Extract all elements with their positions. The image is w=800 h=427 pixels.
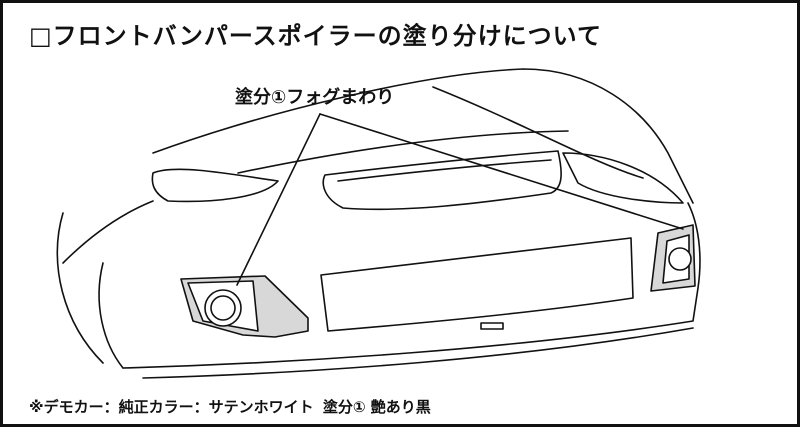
callout-label: 塗分①フォグまわり: [235, 87, 395, 108]
headlight-right: [562, 152, 684, 204]
lower-grille: [320, 237, 634, 332]
page-title: □フロントバンパースポイラーの塗り分けについて: [29, 22, 602, 50]
callout-line-left: [236, 113, 321, 286]
left-side-line: [62, 200, 154, 264]
footnote-demo-car: ※デモカー：純正カラー：サテンホワイト: [29, 398, 314, 416]
fog-lamp-left-inner: [210, 295, 236, 321]
left-fender: [56, 212, 104, 364]
left-wheel-arch: [98, 262, 124, 369]
bumper-lower-edge: [142, 327, 694, 379]
car-front-bumper-drawing: [56, 68, 701, 379]
fog-lamp-right: [668, 247, 692, 271]
upper-grille-outline: [322, 150, 562, 211]
callout-line-right: [319, 113, 684, 230]
windshield-line: [432, 86, 644, 179]
bumper-outline: [122, 202, 701, 369]
hood-outline: [152, 68, 694, 204]
footnote-paint-spec: 塗分① 艶あり黒: [322, 398, 431, 416]
license-mount: [480, 322, 504, 330]
footnote: ※デモカー：純正カラー：サテンホワイト 塗分① 艶あり黒: [29, 396, 435, 417]
hood-crease: [237, 130, 569, 174]
headlight-left: [151, 168, 279, 203]
upper-grille-inner: [337, 159, 552, 182]
